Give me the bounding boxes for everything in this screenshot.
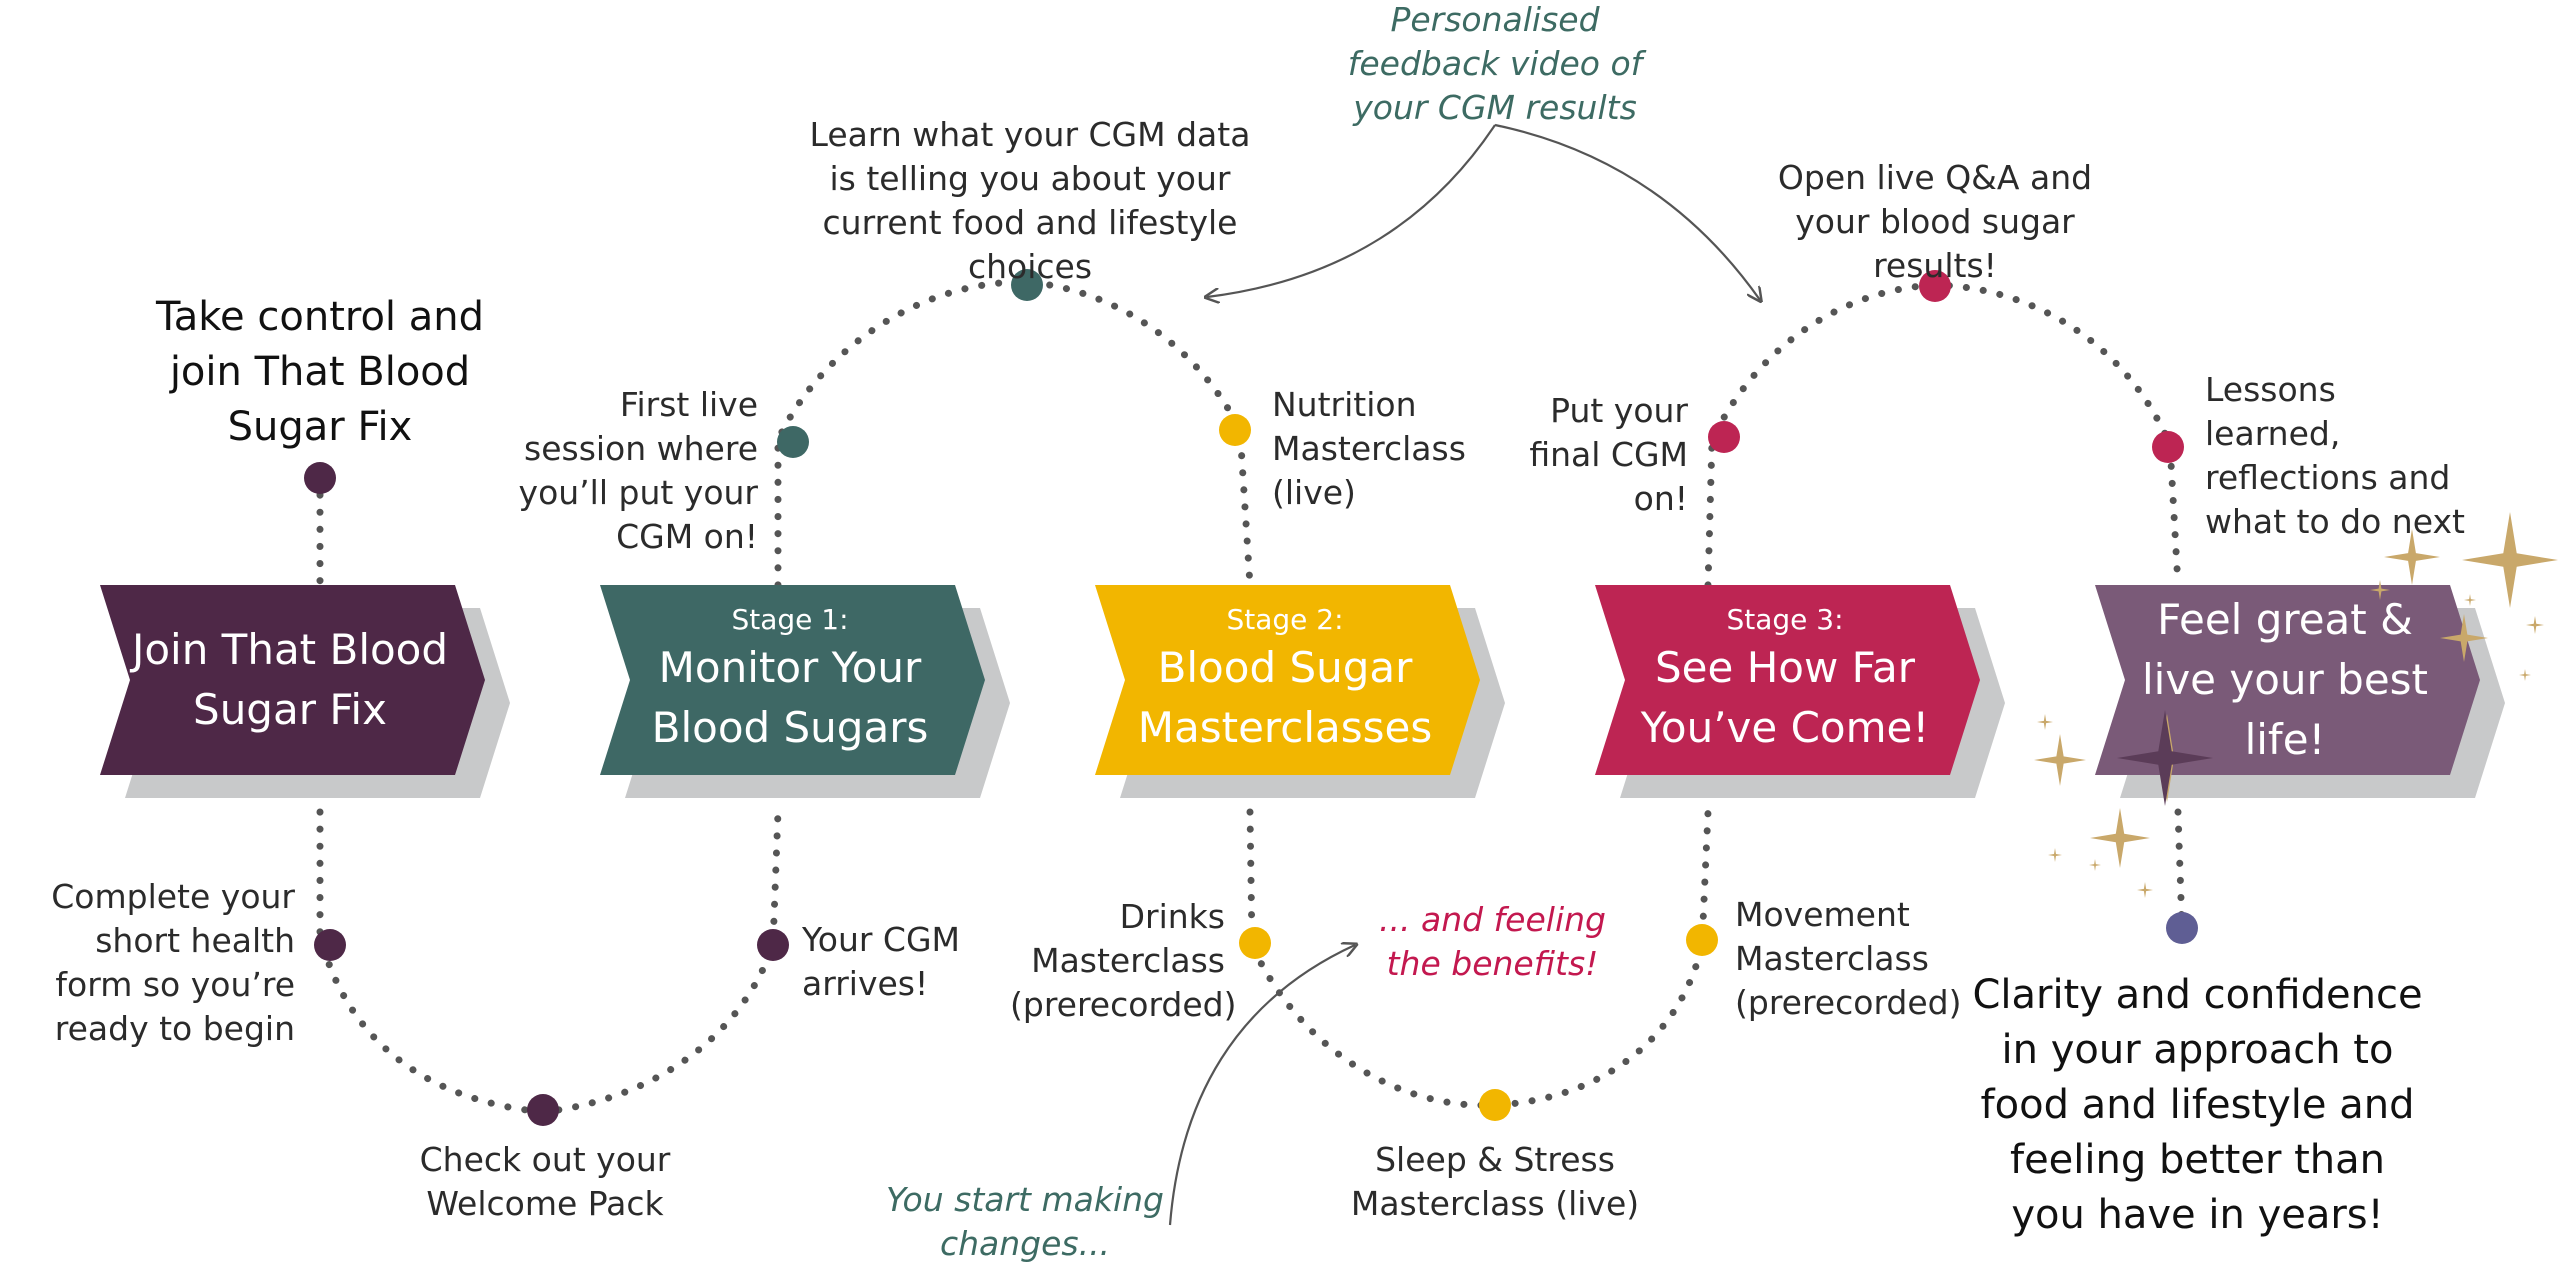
- path-end-stem: [2174, 808, 2186, 932]
- sparkle-icon: [2090, 808, 2150, 868]
- path-lower-loop-1: [316, 808, 782, 1116]
- sparkle-icon: [2462, 512, 2558, 608]
- label-welcome-pack: Check out your Welcome Pack: [419, 1140, 671, 1223]
- label-first-session: First live session where you’ll put your…: [518, 385, 758, 556]
- sparkle-icon: [2370, 580, 2390, 600]
- box-shape-stage-2: [1095, 585, 1480, 775]
- box-join-title: Join That Blood Sugar Fix: [131, 625, 449, 734]
- box-stage-2-label: Stage 2:: [1226, 603, 1344, 636]
- dot-movement: [1686, 924, 1718, 956]
- box-join: Join That Blood Sugar Fix: [100, 585, 480, 775]
- label-clarity: Clarity and confidence in your approach …: [1972, 972, 2423, 1238]
- dot-learn-cgm: [1011, 269, 1043, 301]
- box-stage-2: Stage 2: Blood Sugar Masterclasses: [1095, 585, 1475, 775]
- box-stage-1-label: Stage 1:: [731, 603, 849, 636]
- dot-sleep: [1479, 1089, 1511, 1121]
- dot-lessons: [2152, 431, 2184, 463]
- sparkle-icon: [2117, 710, 2213, 806]
- sparkle-icon: [2037, 714, 2053, 730]
- dot-drinks: [1239, 927, 1271, 959]
- dot-first-session: [777, 426, 809, 458]
- path-upper-loop-1: [774, 278, 1254, 589]
- dot-health-form: [314, 929, 346, 961]
- box-shape-feel-great: [2095, 585, 2480, 775]
- box-stage-3: Stage 3: See How Far You’ve Come!: [1595, 585, 1975, 775]
- box-stage-3-label: Stage 3:: [1726, 603, 1844, 636]
- box-stage-1: Stage 1: Monitor Your Blood Sugars: [600, 585, 980, 775]
- box-stage-1-title: Monitor Your Blood Sugars: [651, 643, 929, 752]
- sparkle-icon: [2089, 859, 2101, 871]
- label-final-cgm: Put your final CGM on!: [1529, 391, 1688, 518]
- dot-nutrition: [1219, 414, 1251, 446]
- box-stage-2-title: Blood Sugar Masterclasses: [1137, 643, 1433, 752]
- label-learn-cgm: Learn what your CGM data is telling you …: [809, 115, 1251, 286]
- label-nutrition: Nutrition Masterclass (live): [1272, 385, 1466, 512]
- dot-start: [304, 462, 336, 494]
- sparkle-icon: [2526, 616, 2544, 634]
- label-cgm-arrives: Your CGM arrives!: [802, 920, 961, 1003]
- box-shape-stage-3: [1595, 585, 1980, 775]
- box-shape-join: [100, 585, 485, 775]
- feedback-arrow-right: [1494, 123, 1760, 300]
- label-health-form: Complete your short health form so you’r…: [51, 877, 295, 1048]
- annotation-feedback-video: Personalised feedback video of your CGM …: [1347, 0, 1643, 127]
- sparkle-icon: [2048, 848, 2062, 862]
- label-drinks: Drinks Masterclass (prerecorded): [1010, 897, 1237, 1024]
- label-start: Take control and join That Blood Sugar F…: [155, 294, 484, 450]
- annotation-start-changes: You start making changes...: [886, 1180, 1164, 1263]
- dot-qa: [1919, 270, 1951, 302]
- label-movement: Movement Masterclass (prerecorded): [1735, 895, 1962, 1022]
- box-feel-great: Feel great & live your best life!: [2095, 585, 2475, 775]
- sparkle-icon: [2440, 614, 2488, 662]
- path-upper-loop-2: [1704, 281, 2182, 589]
- sparkle-icon: [2034, 734, 2086, 786]
- sparkle-icon: [2519, 669, 2531, 681]
- annotation-arrows: [1168, 123, 1760, 1226]
- box-stage-3-title: See How Far You’ve Come!: [1640, 643, 1930, 752]
- dot-cgm-arrives: [757, 929, 789, 961]
- milestone-dots: [304, 269, 2198, 1126]
- changes-arrow: [1168, 945, 1355, 1226]
- sparkle-icon: [2384, 529, 2440, 585]
- sparkle-icon: [2137, 882, 2153, 898]
- feedback-arrow-left: [1207, 124, 1496, 297]
- box-feel-great-title: Feel great & live your best life!: [2141, 595, 2429, 764]
- sparkle-icon: [2034, 512, 2558, 898]
- stage-boxes: [100, 585, 2480, 775]
- label-lessons: Lessons learned, reflections and what to…: [2205, 370, 2465, 541]
- dot-end: [2166, 912, 2198, 944]
- box-shape-stage-1: [600, 585, 985, 775]
- sparkle-icon: [2464, 594, 2476, 606]
- dot-final-cgm: [1708, 421, 1740, 453]
- annotation-feeling-benefits: ... and feeling the benefits!: [1379, 900, 1606, 983]
- dot-welcome-pack: [527, 1094, 559, 1126]
- label-qa: Open live Q&A and your blood sugar resul…: [1777, 158, 2093, 285]
- label-sleep-stress: Sleep & Stress Masterclass (live): [1350, 1140, 1640, 1223]
